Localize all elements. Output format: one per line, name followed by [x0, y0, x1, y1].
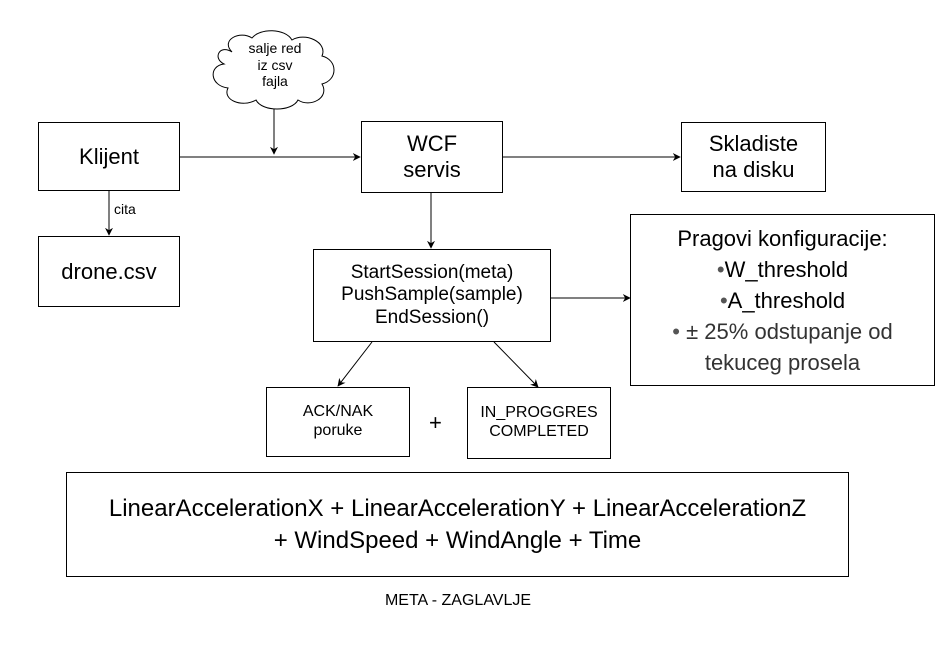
wcf-line-2: servis	[403, 157, 461, 182]
skladiste-line-2: na disku	[712, 157, 795, 182]
ack-nak-box: ACK/NAK poruke	[266, 387, 410, 457]
pragovi-item-deviation: • ± 25% odstupanje od	[672, 316, 892, 347]
operation-end-session: EndSession()	[374, 306, 490, 328]
operation-push-sample: PushSample(sample)	[341, 284, 523, 306]
operations-to-status-arrow	[493, 341, 539, 388]
drone-csv-box: drone.csv	[38, 236, 180, 307]
skladiste-line-1: Skladiste	[708, 131, 799, 157]
pragovi-text-deviation: ± 25% odstupanje od	[686, 318, 893, 344]
meta-fields-line-2: + WindSpeed + WindAngle + Time	[273, 526, 642, 554]
wcf-servis-box: WCF servis	[361, 121, 503, 193]
cloud-line-3: fajla	[262, 73, 288, 90]
operations-box: StartSession(meta) PushSample(sample) En…	[313, 249, 551, 342]
pragovi-text-w: W_threshold	[724, 256, 849, 282]
klijent-box: Klijent	[38, 122, 180, 191]
status-box: IN_PROGGRES COMPLETED	[467, 387, 611, 459]
cloud-shape	[212, 30, 335, 110]
cita-label: cita	[113, 201, 137, 217]
status-in-progress: IN_PROGGRES	[480, 404, 598, 422]
drone-csv-label: drone.csv	[61, 258, 157, 284]
pragovi-title: Pragovi konfiguracije:	[677, 225, 888, 251]
pragovi-bullet-a: •	[719, 287, 728, 313]
cloud-line-1: salje red	[248, 40, 302, 56]
pragovi-item-a: •A_threshold	[720, 285, 845, 316]
skladiste-box: Skladiste na disku	[681, 122, 826, 192]
pragovi-item-w: •W_threshold	[717, 254, 848, 285]
meta-fields-box: LinearAccelerationX + LinearAcceleration…	[66, 472, 849, 577]
klijent-label: Klijent	[79, 143, 139, 169]
meta-caption: META - ZAGLAVLJE	[384, 592, 532, 609]
pragovi-bullet-w: •	[716, 256, 725, 282]
cloud-label: salje red iz csv fajla	[225, 40, 325, 90]
ack-line-2: poruke	[313, 422, 363, 439]
meta-fields-line-1: LinearAccelerationX + LinearAcceleration…	[108, 494, 807, 522]
cloud-line-2: iz csv	[257, 56, 293, 73]
wcf-line-1: WCF	[406, 131, 458, 157]
operations-to-ack-arrow	[337, 341, 373, 387]
operation-start-session: StartSession(meta)	[350, 261, 514, 283]
ack-line-1: ACK/NAK	[302, 403, 374, 421]
pragovi-box: Pragovi konfiguracije: •W_threshold •A_t…	[630, 214, 935, 386]
plus-sign: +	[429, 410, 442, 435]
pragovi-last-line: tekuceg prosela	[704, 349, 861, 375]
pragovi-text-a: A_threshold	[727, 287, 846, 313]
pragovi-bullet-deviation: •	[672, 318, 680, 344]
status-completed: COMPLETED	[489, 423, 589, 440]
